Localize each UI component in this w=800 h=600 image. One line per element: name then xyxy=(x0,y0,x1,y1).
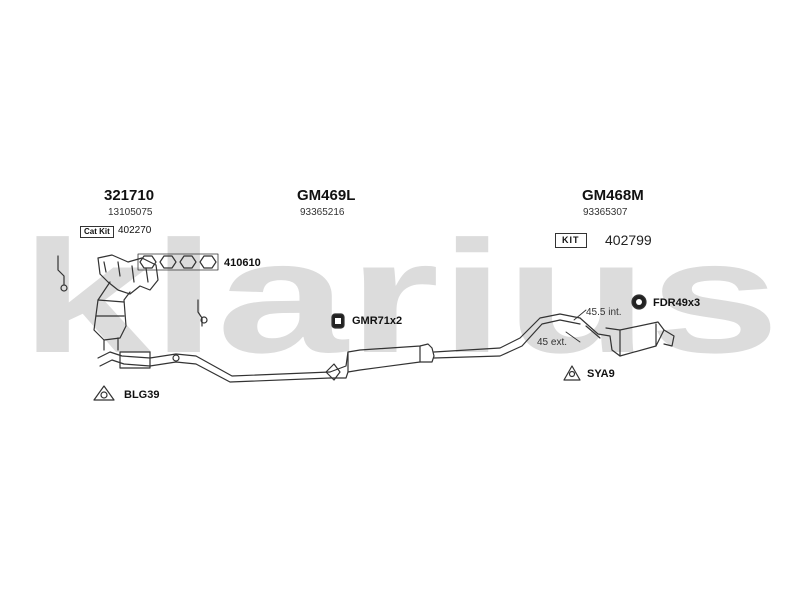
front-pipe xyxy=(97,351,331,383)
dimension-leader xyxy=(565,309,587,343)
middle-part-oe: 93365216 xyxy=(300,207,345,218)
rear-part-code: GM468M xyxy=(582,187,644,204)
dimension-internal: 45.5 int. xyxy=(586,307,622,318)
mount-rear-code: FDR49x3 xyxy=(653,297,701,309)
mount-gmr71-icon xyxy=(331,313,345,329)
mount-fdr49-icon xyxy=(631,294,647,310)
watermark-text: klarius xyxy=(20,207,780,386)
dimension-external: 45 ext. xyxy=(537,337,568,348)
rear-part-oe: 93365307 xyxy=(583,207,628,218)
manifold-catalyst xyxy=(57,254,159,351)
front-part-code: 321710 xyxy=(104,187,155,204)
gasket-shapes xyxy=(137,253,219,271)
front-part-oe: 13105075 xyxy=(108,207,153,218)
middle-part-code: GM469L xyxy=(297,187,356,204)
rear-silencer xyxy=(579,317,675,357)
cat-kit-number: 402270 xyxy=(118,225,152,236)
clamp-blg39-icon xyxy=(93,385,115,401)
gasket-code: 410610 xyxy=(224,257,261,269)
sensor-bracket xyxy=(197,299,208,327)
mount-mid-code: GMR71x2 xyxy=(352,315,403,327)
rear-kit-badge: KIT xyxy=(555,233,587,248)
rear-kit-number: 402799 xyxy=(605,232,652,248)
clamp-rear-code: SYA9 xyxy=(587,368,615,380)
clamp-sya9-icon xyxy=(563,365,581,381)
clamp-front-code: BLG39 xyxy=(124,389,160,401)
cat-kit-badge: Cat Kit xyxy=(80,226,114,238)
middle-silencer xyxy=(325,313,581,381)
